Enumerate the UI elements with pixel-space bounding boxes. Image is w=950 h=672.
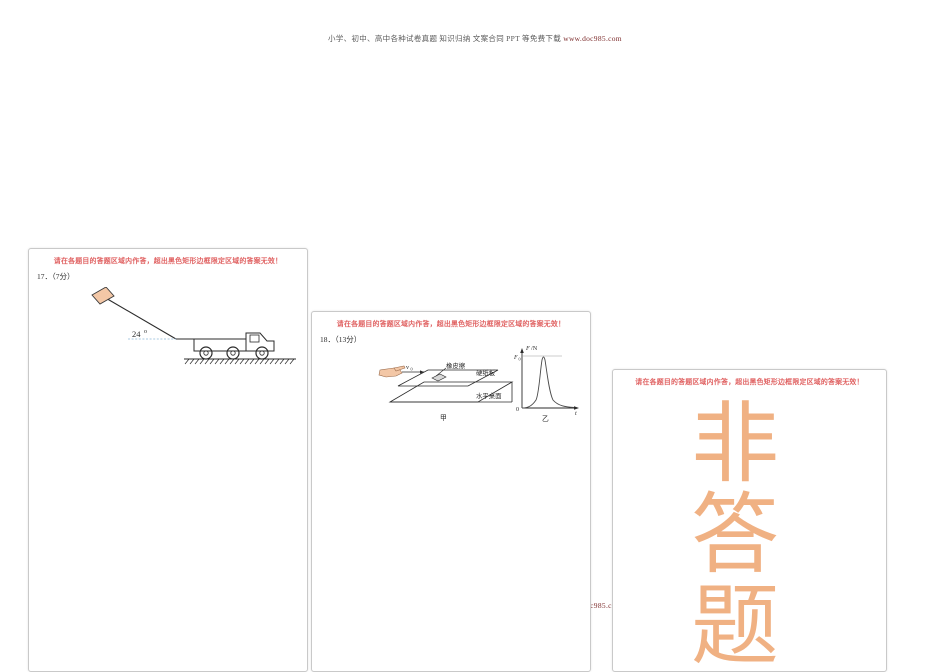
svg-text:0: 0 — [516, 407, 519, 413]
question-number-17: 17．（7分） — [37, 272, 75, 281]
svg-text:橡皮擦: 橡皮擦 — [446, 361, 466, 370]
header-text: 小学、初中、高中各种试卷真题 知识归纳 文案合同 PPT 等免费下载 — [328, 34, 562, 43]
figure-eraser-cardboard-graph: v 0 橡皮擦 硬纸板 水平桌面 甲 F /N t 0 F 0 — [378, 345, 579, 423]
svg-text:乙: 乙 — [542, 415, 549, 423]
answer-panel-18: 请在各题目的答题区域内作答，超出黑色矩形边框限定区域的答案无效！ 18．（13分… — [311, 311, 591, 672]
warning-notice-17: 请在各题目的答题区域内作答，超出黑色矩形边框限定区域的答案无效！ — [53, 257, 283, 266]
svg-text:/N: /N — [531, 345, 538, 352]
header-url: www.doc985.com — [563, 34, 622, 43]
svg-text:v: v — [406, 365, 409, 371]
figure-ramp-truck: 24 o — [91, 287, 296, 365]
hand-icon — [378, 365, 406, 378]
footer-url: www.doc985.com — [563, 601, 622, 610]
svg-text:0: 0 — [411, 367, 413, 372]
answer-panel-19: 请在各题目的答题区域内作答，超出黑色矩形边框限定区域的答案无效！ — [612, 369, 887, 672]
svg-text:0: 0 — [519, 357, 521, 362]
svg-text:F: F — [513, 355, 518, 361]
block-icon — [91, 287, 115, 305]
svg-text:硬纸板: 硬纸板 — [476, 368, 496, 377]
question-number-18: 18．（13分） — [320, 335, 362, 344]
svg-text:水平桌面: 水平桌面 — [476, 391, 502, 400]
answer-panel-17: 请在各题目的答题区域内作答，超出黑色矩形边框限定区域的答案无效！ 17．（7分）… — [28, 248, 308, 672]
svg-text:甲: 甲 — [440, 414, 447, 422]
header-site-line: 小学、初中、高中各种试卷真题 知识归纳 文案合同 PPT 等免费下载 www.d… — [0, 33, 950, 44]
warning-notice-18: 请在各题目的答题区域内作答，超出黑色矩形边框限定区域的答案无效！ — [336, 320, 566, 329]
svg-text:F: F — [525, 345, 530, 352]
wheel-icon — [199, 346, 269, 360]
svg-text:o: o — [144, 329, 147, 335]
svg-text:t: t — [575, 410, 577, 417]
warning-notice-19: 请在各题目的答题区域内作答，超出黑色矩形边框限定区域的答案无效！ — [635, 378, 864, 387]
svg-text:24: 24 — [132, 329, 141, 339]
